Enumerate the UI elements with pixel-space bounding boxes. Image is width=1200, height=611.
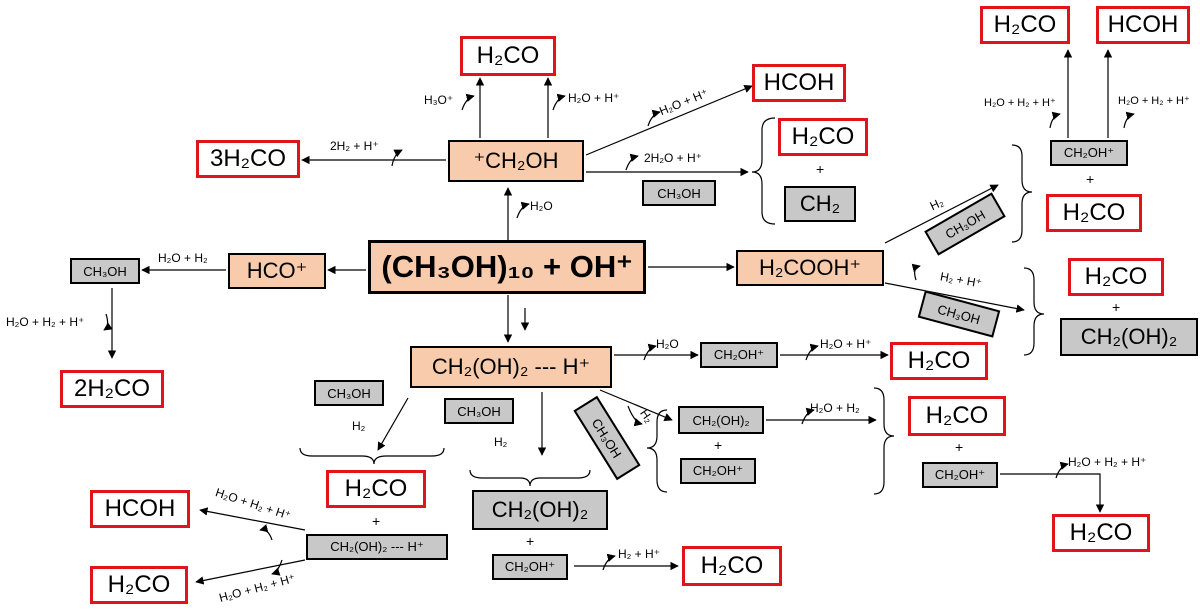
h2cooh-cation: H₂COOH⁺ bbox=[736, 250, 884, 286]
label-h2o-mid: H₂O bbox=[656, 337, 679, 351]
product-h2co-top: H₂CO bbox=[460, 36, 556, 76]
hook bbox=[643, 343, 657, 361]
hco-cation: HCO⁺ bbox=[228, 253, 326, 289]
brace bbox=[1023, 267, 1045, 356]
hook bbox=[1055, 461, 1069, 479]
arrow bbox=[199, 507, 306, 531]
ch2oh2-h-complex: CH₂(OH)₂ --- H⁺ bbox=[410, 346, 612, 388]
product-h2co-right-b: H₂CO bbox=[1068, 258, 1164, 296]
reagent-ch3oh-bottom-center: CH₃OH bbox=[444, 398, 514, 424]
hook bbox=[805, 343, 819, 361]
hook bbox=[625, 153, 639, 171]
reagent-ch2oh-cation-5: CH₂OH⁺ bbox=[492, 554, 568, 580]
reagent-ch2oh2-h-bottom: CH₂(OH)₂ --- H⁺ bbox=[306, 534, 448, 560]
product-3h2co: 3H₂CO bbox=[196, 140, 300, 178]
product-ch2-box: CH₂ bbox=[784, 186, 856, 222]
hook bbox=[516, 201, 530, 219]
plus-sign: + bbox=[1112, 299, 1121, 315]
product-ch2oh2-bottom: CH₂(OH)₂ bbox=[472, 490, 608, 530]
plus-sign: + bbox=[372, 513, 381, 529]
product-h2co-bottom-left: H₂CO bbox=[90, 566, 188, 604]
plus-sign: + bbox=[1086, 171, 1095, 187]
plus-sign: + bbox=[955, 439, 964, 455]
label-h2o-up: H₂O bbox=[530, 199, 553, 213]
main-reactant: (CH₃OH)₁₀ + OH⁺ bbox=[368, 240, 646, 294]
product-h2co-bottom: H₂CO bbox=[682, 546, 782, 586]
product-h2co-right-a: H₂CO bbox=[1046, 194, 1142, 232]
arrow bbox=[1000, 473, 1105, 513]
arrow bbox=[884, 184, 999, 244]
label-h2o-h2-h-bottom-right: H₂O + H₂ + H⁺ bbox=[1068, 455, 1147, 469]
brace bbox=[299, 447, 445, 465]
reagent-ch2oh2-small: CH₂(OH)₂ bbox=[678, 406, 764, 434]
hook bbox=[271, 559, 283, 576]
hook bbox=[627, 405, 643, 427]
label-h2o-h2-left: H₂O + H₂ bbox=[158, 251, 208, 265]
hook bbox=[461, 93, 475, 111]
reagent-ch2oh-cation-1: CH₂OH⁺ bbox=[1050, 140, 1128, 166]
product-h2co-bottom-right: H₂CO bbox=[1052, 514, 1150, 552]
label-h2o-h2-h-top-right-2: H₂O + H₂ + H⁺ bbox=[1118, 95, 1190, 107]
reagent-ch2oh-cation-3: CH₂OH⁺ bbox=[680, 458, 756, 484]
hook bbox=[602, 553, 616, 571]
reagent-ch3oh-left: CH₃OH bbox=[70, 258, 140, 284]
brace bbox=[646, 409, 668, 493]
label-h2-bottom-left: H₂ bbox=[352, 419, 366, 433]
product-hcoh-far: HCOH bbox=[1096, 6, 1190, 44]
brace bbox=[469, 469, 591, 487]
hook bbox=[801, 407, 815, 425]
reagent-ch3oh-mid: CH₃OH bbox=[642, 180, 716, 206]
plus-sign: + bbox=[816, 161, 825, 177]
brace bbox=[751, 117, 776, 225]
arrow bbox=[585, 85, 753, 156]
label-h2o-h-mid: H₂O + H⁺ bbox=[820, 337, 872, 351]
reagent-ch2oh-cation-4: CH₂OH⁺ bbox=[922, 462, 998, 488]
hook bbox=[259, 524, 273, 541]
product-h2co-mid: H₂CO bbox=[778, 118, 868, 156]
brace bbox=[873, 387, 895, 495]
arrow bbox=[599, 389, 673, 421]
label-2h2o-h: 2H₂O + H⁺ bbox=[644, 151, 703, 165]
plus-sign: + bbox=[526, 533, 535, 549]
product-h2co-center: H₂CO bbox=[890, 342, 988, 380]
label-2h2-h: 2H₂ + H⁺ bbox=[330, 139, 379, 153]
hook bbox=[103, 313, 113, 331]
ch2oh-cation: ⁺CH₂OH bbox=[448, 140, 584, 182]
label-h2o-h2-mid: H₂O + H₂ bbox=[810, 401, 860, 415]
arrow bbox=[884, 282, 1025, 313]
product-hcoh-top: HCOH bbox=[752, 64, 846, 102]
product-h2co-far: H₂CO bbox=[980, 6, 1070, 44]
product-ch2oh2-right: CH₂(OH)₂ bbox=[1060, 318, 1198, 356]
hook bbox=[552, 93, 566, 111]
reagent-ch2oh-cation-2: CH₂OH⁺ bbox=[700, 342, 778, 368]
label-h2o-h2-h-top-right-1: H₂O + H₂ + H⁺ bbox=[984, 97, 1056, 109]
hook bbox=[911, 263, 921, 281]
plus-sign: + bbox=[714, 437, 723, 453]
reagent-ch3oh-bottom-left: CH₃OH bbox=[314, 380, 384, 406]
product-hcoh-bottom-left: HCOH bbox=[90, 490, 190, 528]
hook bbox=[1123, 111, 1135, 129]
product-h2co-lower: H₂CO bbox=[326, 470, 426, 508]
product-h2co-right-c: H₂CO bbox=[908, 396, 1006, 436]
product-2h2co: 2H₂CO bbox=[60, 370, 164, 408]
label-h2-h-bottom: H₂ + H⁺ bbox=[618, 547, 660, 561]
brace bbox=[1011, 144, 1033, 243]
hook bbox=[647, 109, 661, 127]
label-h2o-h2-h-left: H₂O + H₂ + H⁺ bbox=[6, 315, 85, 329]
label-h2-bottom-center: H₂ bbox=[494, 435, 508, 449]
hook bbox=[391, 149, 403, 167]
hook bbox=[1049, 111, 1061, 129]
arrow bbox=[195, 559, 306, 585]
arrow bbox=[377, 397, 409, 451]
label-h2o-h-top: H₂O + H⁺ bbox=[568, 91, 620, 105]
label-h3o: H₃O⁺ bbox=[424, 93, 454, 107]
